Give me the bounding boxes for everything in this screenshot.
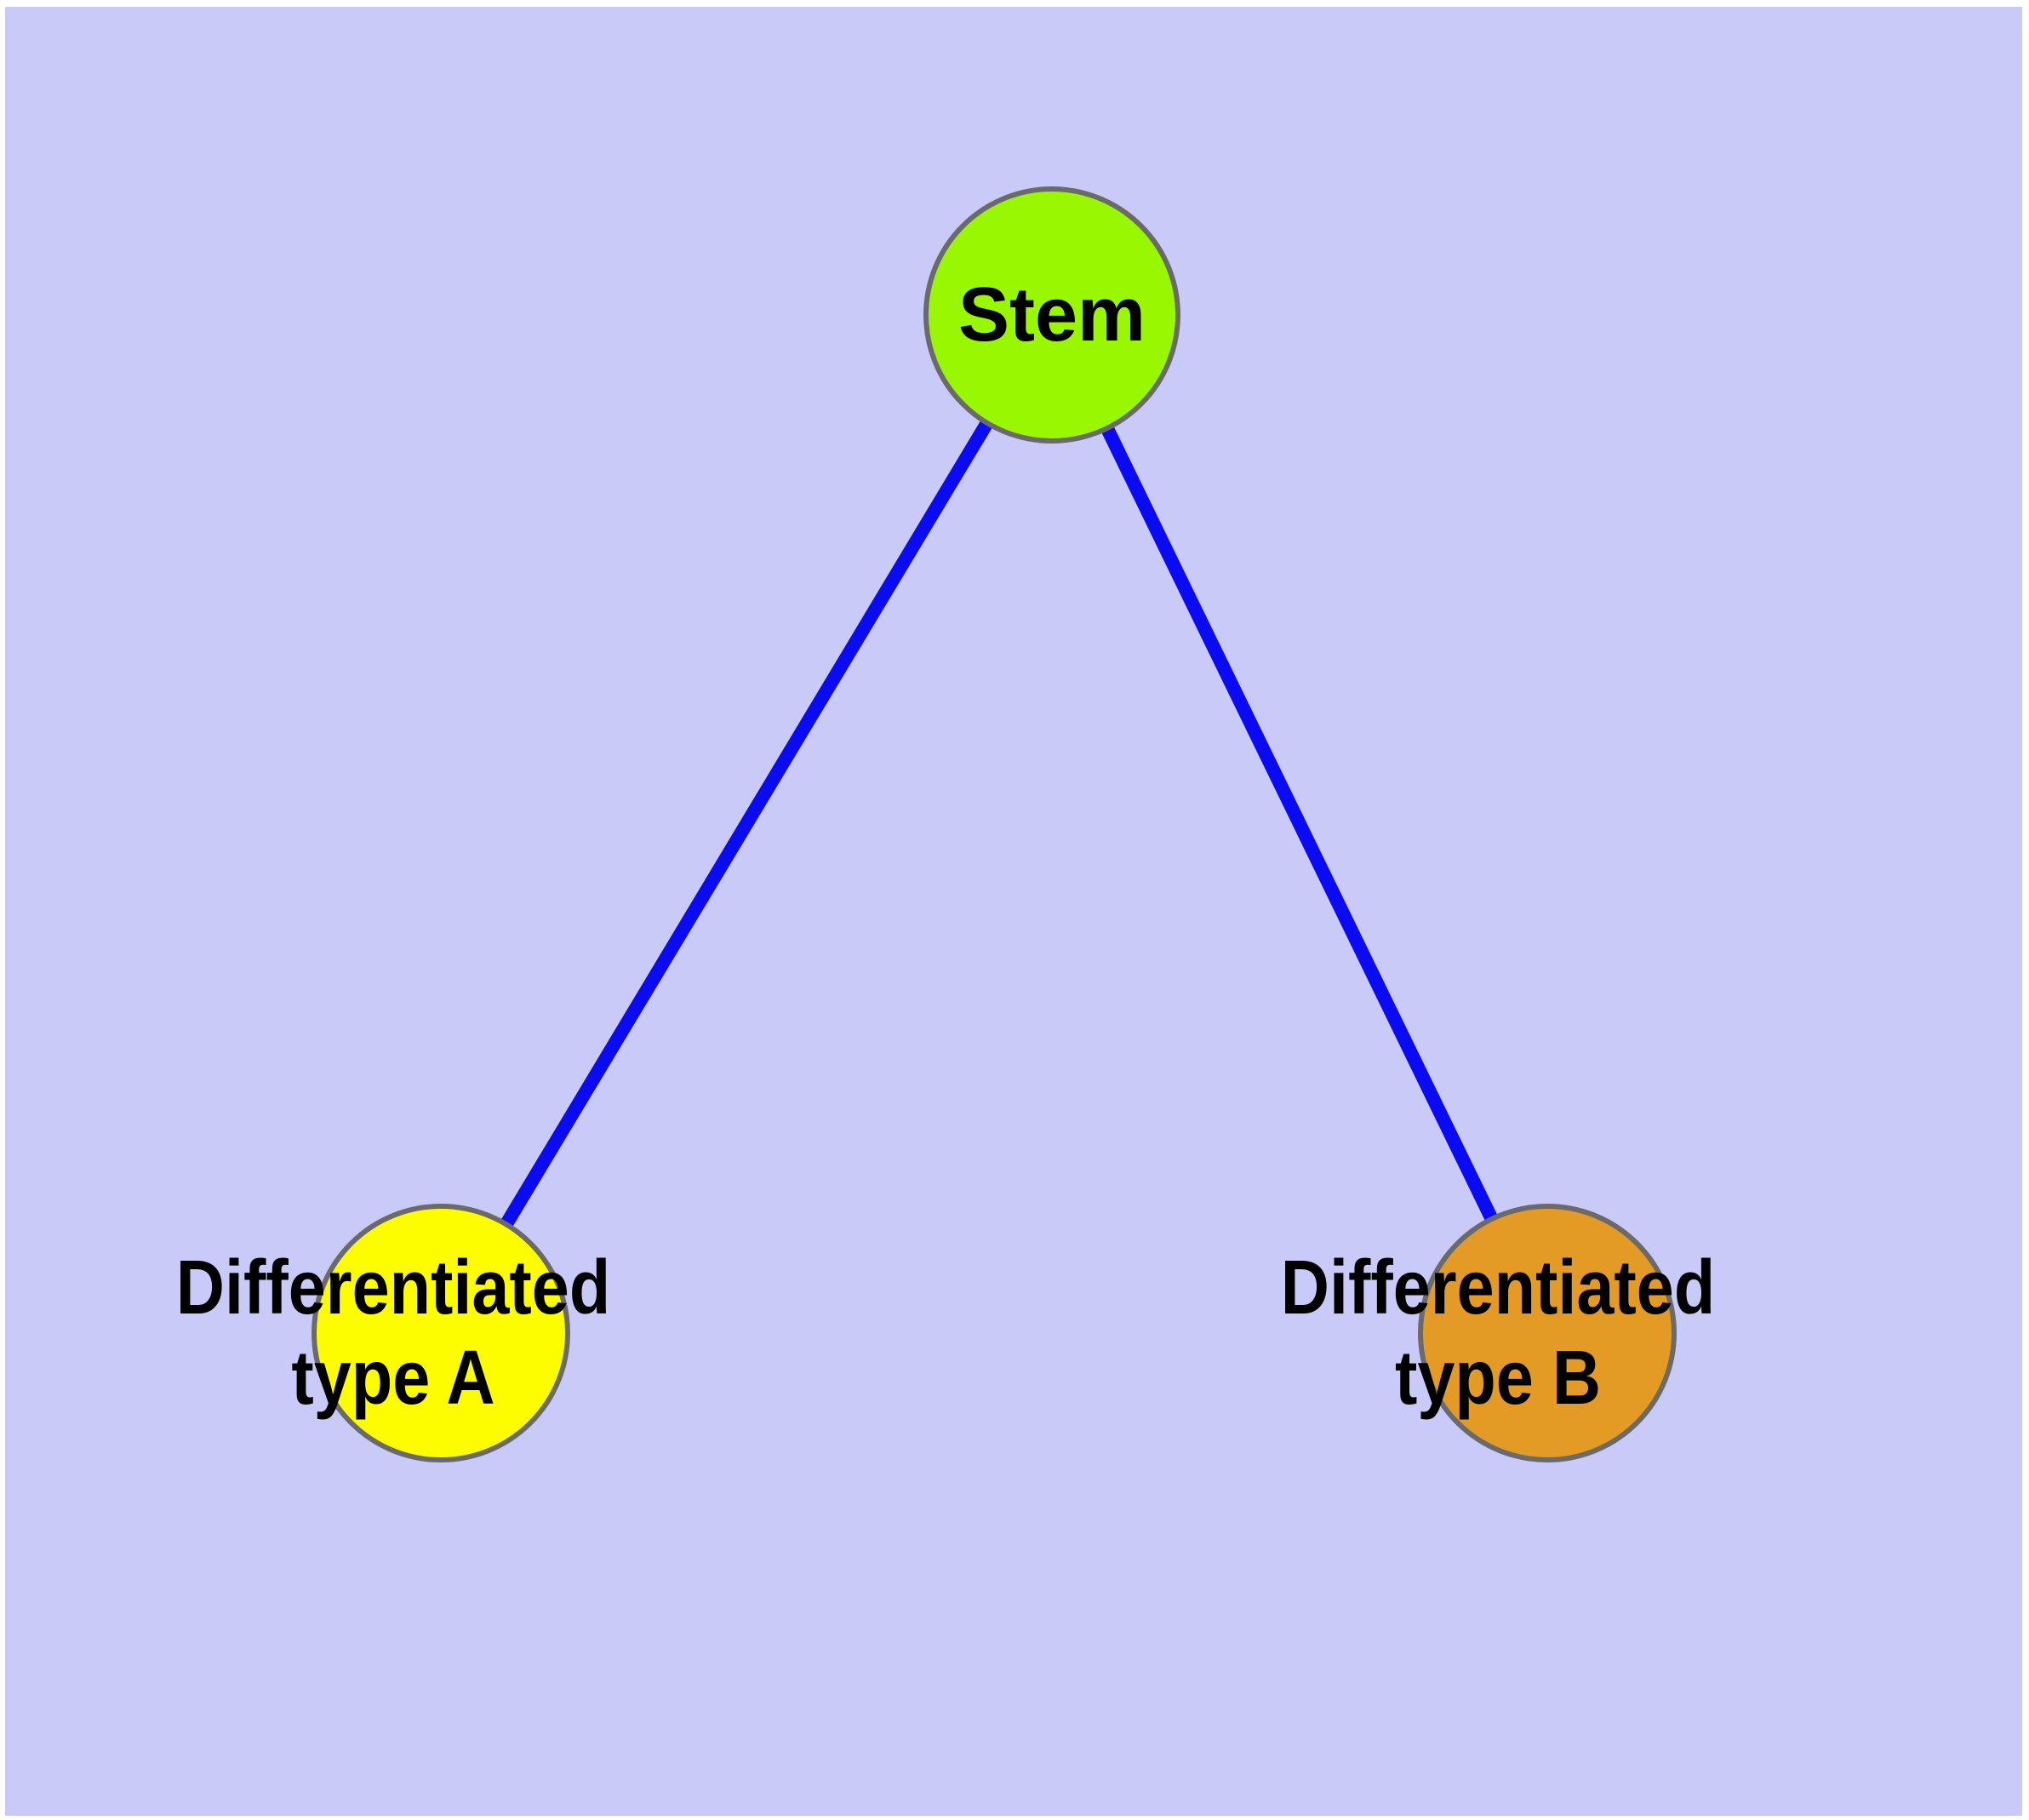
node-differentiated-type-a: Differentiated type A [176, 1204, 610, 1462]
node-stem-label: Stem [957, 272, 1146, 358]
node-differentiated-type-b-label: Differentiated type B [1280, 1245, 1716, 1421]
node-stem: Stem [923, 186, 1180, 444]
node-differentiated-type-a-label: Differentiated type A [175, 1245, 611, 1421]
node-differentiated-type-b: Differentiated type B [1281, 1204, 1715, 1462]
